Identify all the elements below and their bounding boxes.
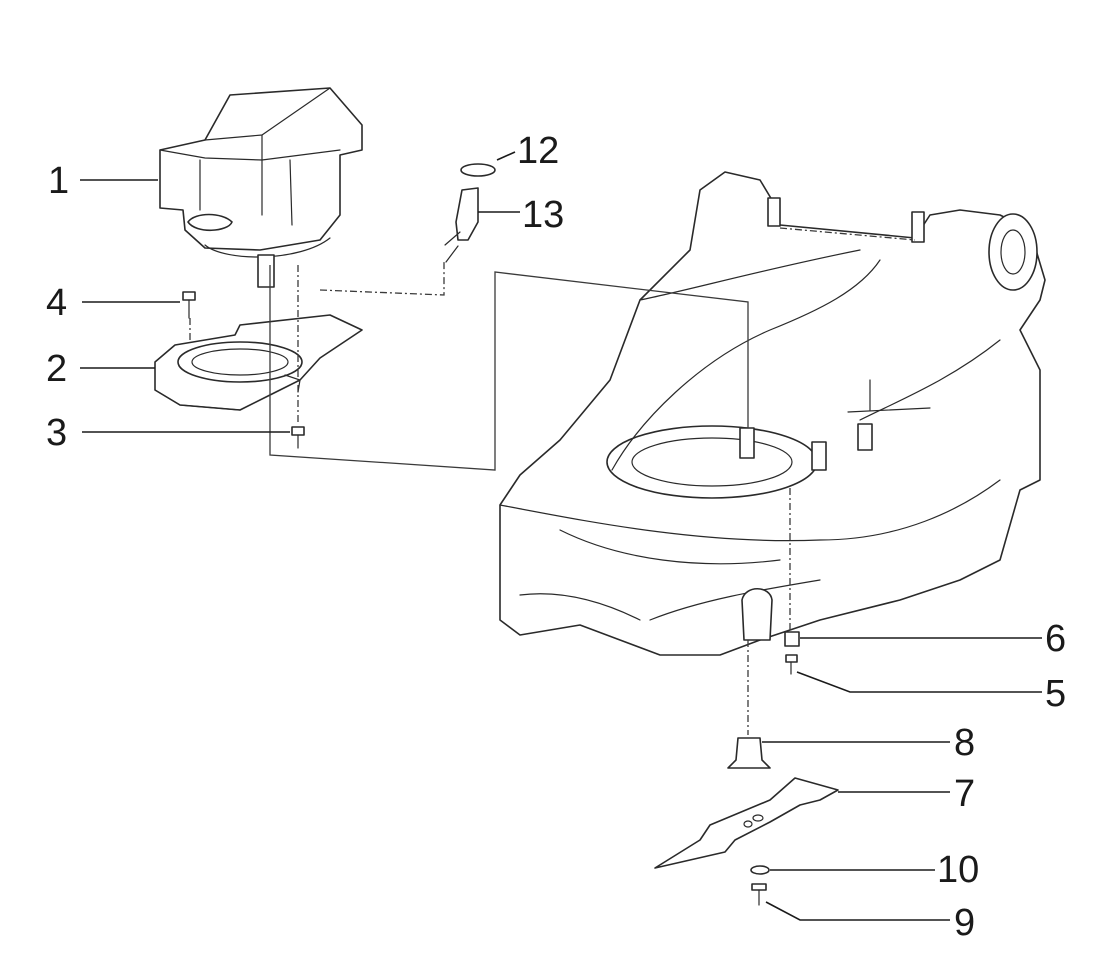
callout-1: 1 (48, 160, 69, 202)
callout-9: 9 (954, 902, 975, 944)
callout-4: 4 (46, 282, 67, 324)
callout-3: 3 (46, 412, 67, 454)
callout-6: 6 (1045, 618, 1066, 660)
leader-9 (765, 901, 950, 921)
leader-12 (496, 151, 516, 161)
callout-10: 10 (937, 849, 979, 891)
callout-12: 12 (517, 130, 559, 172)
washer-part-10 (750, 865, 770, 875)
screw-part-3 (291, 426, 305, 449)
bolt-part-9 (751, 883, 767, 906)
callout-5: 5 (1045, 673, 1066, 715)
callout-numbers: 1 4 2 3 12 13 6 5 8 7 10 9 (46, 130, 1066, 944)
motor-mount-plate (154, 314, 363, 411)
screw-part-5 (785, 654, 798, 675)
spacer-part-6 (784, 631, 800, 647)
leader-lines (80, 151, 1042, 921)
o-ring-part-12 (460, 163, 496, 177)
screw-part-4 (182, 291, 196, 319)
assembly-guide-lines (189, 227, 916, 735)
mower-deck (499, 171, 1046, 656)
callout-13: 13 (522, 194, 564, 236)
callout-7: 7 (954, 773, 975, 815)
connector-plug-part-13 (444, 187, 479, 263)
blade-adapter-part-8 (727, 737, 771, 769)
motor-housing (159, 87, 363, 288)
callout-8: 8 (954, 722, 975, 764)
leader-5 (796, 671, 1042, 693)
cutting-blade-part-7 (654, 777, 839, 869)
callout-2: 2 (46, 348, 67, 390)
